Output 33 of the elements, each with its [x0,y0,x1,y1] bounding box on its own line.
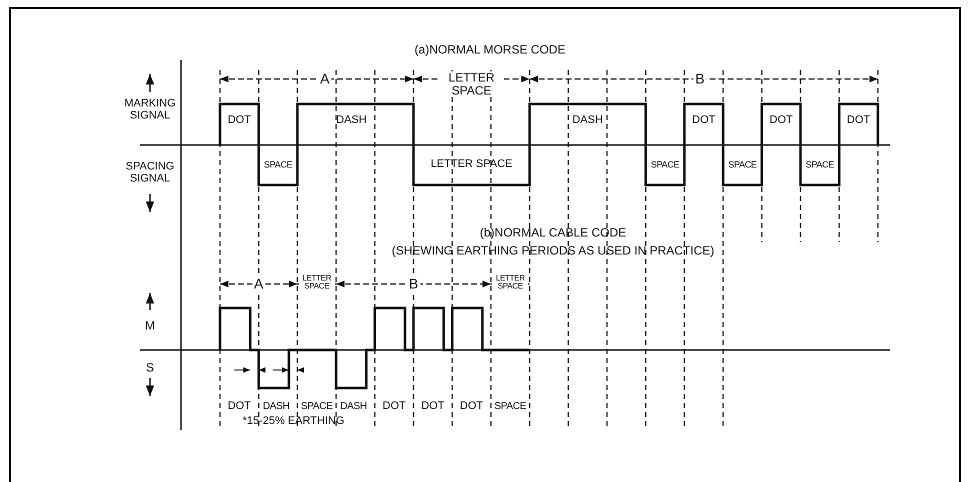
segment-label: SPACE [300,402,333,412]
segment-label: DASH [340,402,367,412]
section-heading: (b)NORMAL CABLE CODE [480,226,626,240]
dimension-label: A [318,72,332,86]
axis-label: MARKING SIGNAL [123,98,177,122]
axis-label: SPACING SIGNAL [124,161,176,185]
axis-label: S [146,362,154,374]
segment-label: SPACE [806,160,834,170]
segment-label: DASH [336,115,367,127]
segment-label: DASH [262,402,290,412]
note: *15-25% EARTHING [242,416,344,428]
dimension-label: B [406,276,420,292]
segment-label: DOT [421,401,444,413]
segment-label: SPACE [264,160,292,170]
segment-label: SPACE [494,402,526,412]
segment-label: DOT [460,401,484,413]
segment-label: DOT [382,401,406,413]
dimension-label: LETTER SPACE [298,274,335,292]
dimension-label: LETTER SPACE [492,274,528,292]
segment-label: DOT [770,115,793,127]
segment-label: DOT [846,115,870,127]
segment-label: DOT [228,115,251,127]
segment-label: SPACE [728,160,757,170]
segment-label: SPACE [650,160,680,170]
segment-label: DOT [228,401,251,413]
segment-label: DASH [572,115,603,127]
section-heading: (SHEWING EARTHING PERIODS AS USED IN PRACTICE) [392,244,714,258]
segment-label: DOT [692,115,716,127]
dimension-label: B [693,72,707,86]
axis-label: M [145,320,155,332]
segment-label: LETTER SPACE [430,159,512,171]
section-heading: (a)NORMAL MORSE CODE [414,44,566,56]
dimension-label: A [252,276,266,292]
